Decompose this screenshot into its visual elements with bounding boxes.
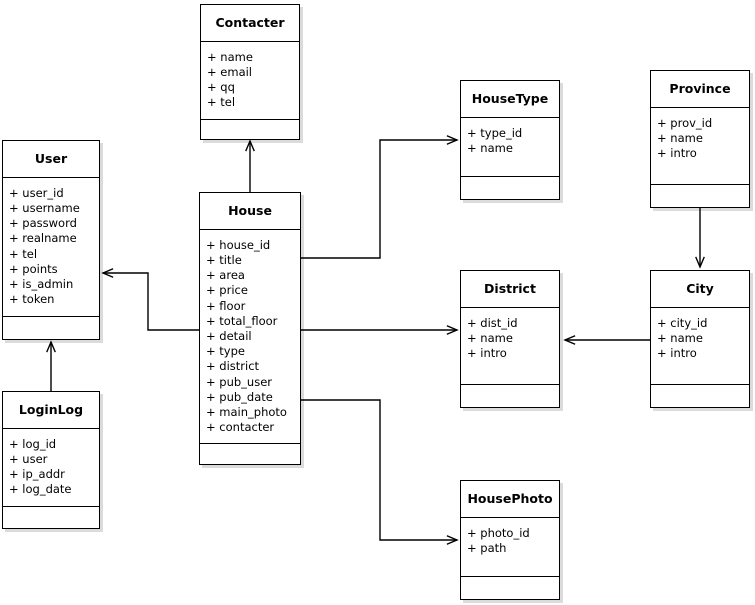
relation-city-to-district xyxy=(563,335,650,345)
uml-attribute: + dist_id xyxy=(467,315,518,330)
uml-class-title: HouseType xyxy=(461,81,559,118)
relation-arrowhead-icon xyxy=(101,268,114,278)
uml-attribute: + is_admin xyxy=(9,276,74,291)
relation-province-to-city xyxy=(695,208,705,269)
uml-attribute: + contacter xyxy=(206,420,275,435)
uml-attribute: + floor xyxy=(206,298,246,313)
relation-house-to-contacter xyxy=(245,139,255,192)
uml-class-title: Province xyxy=(651,71,749,108)
uml-class-attributes: + house_id+ title+ area+ price+ floor+ t… xyxy=(200,230,300,445)
uml-attribute: + type_id xyxy=(467,125,523,140)
uml-attribute: + price xyxy=(206,283,248,298)
relation-house-to-district xyxy=(301,325,459,335)
uml-class-title: HousePhoto xyxy=(461,481,559,518)
uml-class-user[interactable]: User+ user_id+ username+ password+ realn… xyxy=(2,140,100,340)
uml-attribute: + pub_date xyxy=(206,389,273,404)
relation-line xyxy=(301,399,457,541)
relation-arrowhead-icon xyxy=(46,340,56,353)
relation-house-to-user xyxy=(101,268,199,331)
uml-attribute: + email xyxy=(207,64,253,79)
uml-attribute: + name xyxy=(657,130,703,145)
uml-class-city[interactable]: City+ city_id+ name+ intro xyxy=(650,270,750,408)
uml-attribute: + main_photo xyxy=(206,404,287,419)
uml-class-attributes: + photo_id+ path xyxy=(461,518,559,577)
uml-attribute: + password xyxy=(9,216,77,231)
uml-attribute: + intro xyxy=(467,346,507,361)
relation-house-to-housephoto xyxy=(301,399,459,545)
uml-class-house[interactable]: House+ house_id+ title+ area+ price+ flo… xyxy=(199,192,301,465)
uml-class-title: User xyxy=(3,141,99,178)
relation-line xyxy=(301,139,457,259)
uml-attribute: + district xyxy=(206,359,260,374)
uml-attribute: + log_date xyxy=(9,482,72,497)
uml-class-methods xyxy=(200,444,300,466)
uml-class-methods xyxy=(461,577,559,599)
uml-attribute: + type xyxy=(206,344,245,359)
uml-attribute: + house_id xyxy=(206,237,271,252)
uml-attribute: + name xyxy=(467,330,513,345)
uml-attribute: + intro xyxy=(657,146,697,161)
uml-class-housephoto[interactable]: HousePhoto+ photo_id+ path xyxy=(460,480,560,600)
uml-class-methods xyxy=(651,385,749,407)
uml-class-attributes: + user_id+ username+ password+ realname+… xyxy=(3,178,99,317)
uml-attribute: + user_id xyxy=(9,185,64,200)
relation-house-to-housetype xyxy=(301,135,459,259)
uml-class-attributes: + city_id+ name+ intro xyxy=(651,308,749,385)
uml-attribute: + prov_id xyxy=(657,115,713,130)
relation-loginlog-to-user xyxy=(46,340,56,391)
uml-attribute: + city_id xyxy=(657,315,708,330)
uml-class-district[interactable]: District+ dist_id+ name+ intro xyxy=(460,270,560,408)
uml-class-methods xyxy=(461,385,559,407)
uml-attribute: + username xyxy=(9,200,80,215)
uml-class-attributes: + prov_id+ name+ intro xyxy=(651,108,749,185)
uml-class-methods xyxy=(651,185,749,207)
relation-arrowhead-icon xyxy=(245,139,255,152)
uml-class-title: Contacter xyxy=(201,5,299,42)
uml-attribute: + name xyxy=(467,140,513,155)
relation-arrowhead-icon xyxy=(446,325,459,335)
uml-attribute: + tel xyxy=(207,95,236,110)
uml-class-housetype[interactable]: HouseType+ type_id+ name xyxy=(460,80,560,200)
uml-class-methods xyxy=(201,120,299,142)
relation-arrowhead-icon xyxy=(446,535,459,545)
uml-class-loginlog[interactable]: LoginLog+ log_id+ user+ ip_addr+ log_dat… xyxy=(2,391,100,529)
uml-attribute: + log_id xyxy=(9,436,57,451)
relation-line xyxy=(103,272,199,331)
uml-class-attributes: + dist_id+ name+ intro xyxy=(461,308,559,385)
uml-class-title: House xyxy=(200,193,300,230)
relation-arrowhead-icon xyxy=(695,256,705,269)
uml-class-attributes: + name+ email+ qq+ tel xyxy=(201,42,299,120)
uml-class-attributes: + log_id+ user+ ip_addr+ log_date xyxy=(3,429,99,507)
uml-attribute: + intro xyxy=(657,346,697,361)
uml-attribute: + qq xyxy=(207,80,235,95)
relation-arrowhead-icon xyxy=(446,135,459,145)
uml-attribute: + realname xyxy=(9,231,77,246)
uml-attribute: + points xyxy=(9,261,58,276)
uml-attribute: + tel xyxy=(9,246,38,261)
relation-arrowhead-icon xyxy=(563,335,576,345)
uml-attribute: + title xyxy=(206,252,242,267)
uml-attribute: + pub_user xyxy=(206,374,273,389)
uml-class-contacter[interactable]: Contacter+ name+ email+ qq+ tel xyxy=(200,4,300,140)
uml-attribute: + detail xyxy=(206,328,252,343)
uml-attribute: + ip_addr xyxy=(9,467,65,482)
uml-class-province[interactable]: Province+ prov_id+ name+ intro xyxy=(650,70,750,208)
uml-class-title: District xyxy=(461,271,559,308)
uml-class-title: LoginLog xyxy=(3,392,99,429)
uml-class-title: City xyxy=(651,271,749,308)
uml-attribute: + total_floor xyxy=(206,313,278,328)
uml-class-methods xyxy=(3,317,99,339)
uml-class-methods xyxy=(461,177,559,199)
uml-attribute: + user xyxy=(9,451,48,466)
uml-class-methods xyxy=(3,507,99,529)
uml-attribute: + name xyxy=(207,49,253,64)
uml-class-attributes: + type_id+ name xyxy=(461,118,559,177)
uml-attribute: + area xyxy=(206,268,245,283)
uml-attribute: + path xyxy=(467,540,507,555)
uml-attribute: + photo_id xyxy=(467,525,530,540)
uml-attribute: + token xyxy=(9,292,55,307)
uml-attribute: + name xyxy=(657,330,703,345)
